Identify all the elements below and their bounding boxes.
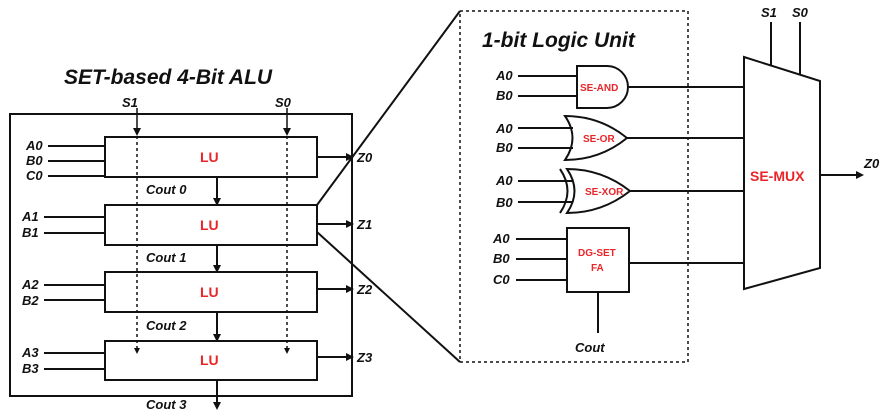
logic-unit-title: 1-bit Logic Unit (482, 29, 636, 52)
lu0-carry: Cout 0 (146, 182, 187, 197)
mux-select-s0: S0 (792, 5, 809, 20)
lu2-output: Z2 (356, 282, 373, 297)
lu3-input-a: A3 (21, 345, 39, 360)
lu0-output: Z0 (356, 150, 373, 165)
alu-title: SET-based 4-Bit ALU (64, 66, 273, 89)
fa-input-c: C0 (493, 272, 510, 287)
fa-input-b: B0 (493, 251, 510, 266)
lu1-input-b: B1 (22, 225, 39, 240)
s0-arrow (283, 128, 291, 136)
lu-label-3: LU (200, 352, 219, 368)
lu0-input-a: A0 (25, 138, 43, 153)
lu3-input-b: B3 (22, 361, 39, 376)
and-gate (576, 65, 629, 109)
carry3-arrow (213, 402, 221, 410)
s1-arrow-bottom (134, 348, 140, 354)
fa-input-a: A0 (492, 231, 510, 246)
or-input-a: A0 (495, 121, 513, 136)
xor-gate-back (559, 168, 569, 214)
or-gate-label: SE-OR (583, 134, 615, 145)
zoom-line-top (316, 10, 461, 206)
zoom-line-bottom (316, 231, 461, 363)
logic-unit-box (459, 10, 689, 363)
lu-label-0: LU (200, 149, 219, 165)
or-input-b: B0 (496, 140, 513, 155)
fa-label-line1: DG-SET (578, 248, 616, 259)
xor-input-b: B0 (496, 195, 513, 210)
s1-arrow (133, 128, 141, 136)
lu3-output: Z3 (356, 350, 373, 365)
lu2-input-b: B2 (22, 293, 39, 308)
and-input-b: B0 (496, 88, 513, 103)
lu3-out-arrow (346, 353, 354, 361)
lu2-input-a: A2 (21, 277, 39, 292)
lu0-input-b: B0 (26, 153, 43, 168)
lu3-carry: Cout 3 (146, 397, 187, 412)
fa-carry-out: Cout (575, 340, 605, 355)
lu0-out-arrow (346, 153, 354, 161)
mux-label: SE-MUX (750, 168, 805, 184)
or-gate (563, 114, 629, 162)
lu-block-3 (104, 340, 318, 381)
carry1-arrow (213, 265, 221, 273)
lu2-carry: Cout 2 (146, 318, 187, 333)
lu1-out-arrow (346, 220, 354, 228)
fa-label-line2: FA (591, 263, 604, 274)
xor-gate-label: SE-XOR (585, 187, 624, 198)
mux-select-s1: S1 (761, 5, 777, 20)
alu-select-s0: S0 (275, 95, 292, 110)
mux-block (743, 55, 821, 291)
lu-label-2: LU (200, 284, 219, 300)
and-input-a: A0 (495, 68, 513, 83)
lu0-input-c: C0 (26, 168, 43, 183)
lu1-output: Z1 (356, 217, 372, 232)
xor-gate (565, 167, 632, 215)
alu-select-s1: S1 (122, 95, 138, 110)
lu-label-1: LU (200, 217, 219, 233)
lu1-input-a: A1 (21, 209, 39, 224)
alu-outer-box (9, 113, 353, 397)
lu2-out-arrow (346, 285, 354, 293)
carry2-arrow (213, 334, 221, 342)
s0-arrow-bottom (284, 348, 290, 354)
mux-output: Z0 (863, 156, 880, 171)
lu1-carry: Cout 1 (146, 250, 186, 265)
xor-input-a: A0 (495, 173, 513, 188)
and-gate-label: SE-AND (580, 83, 618, 94)
full-adder-block (566, 227, 630, 293)
mux-out-arrow (856, 171, 864, 179)
carry0-arrow (213, 198, 221, 206)
lu-block-2 (104, 271, 318, 313)
